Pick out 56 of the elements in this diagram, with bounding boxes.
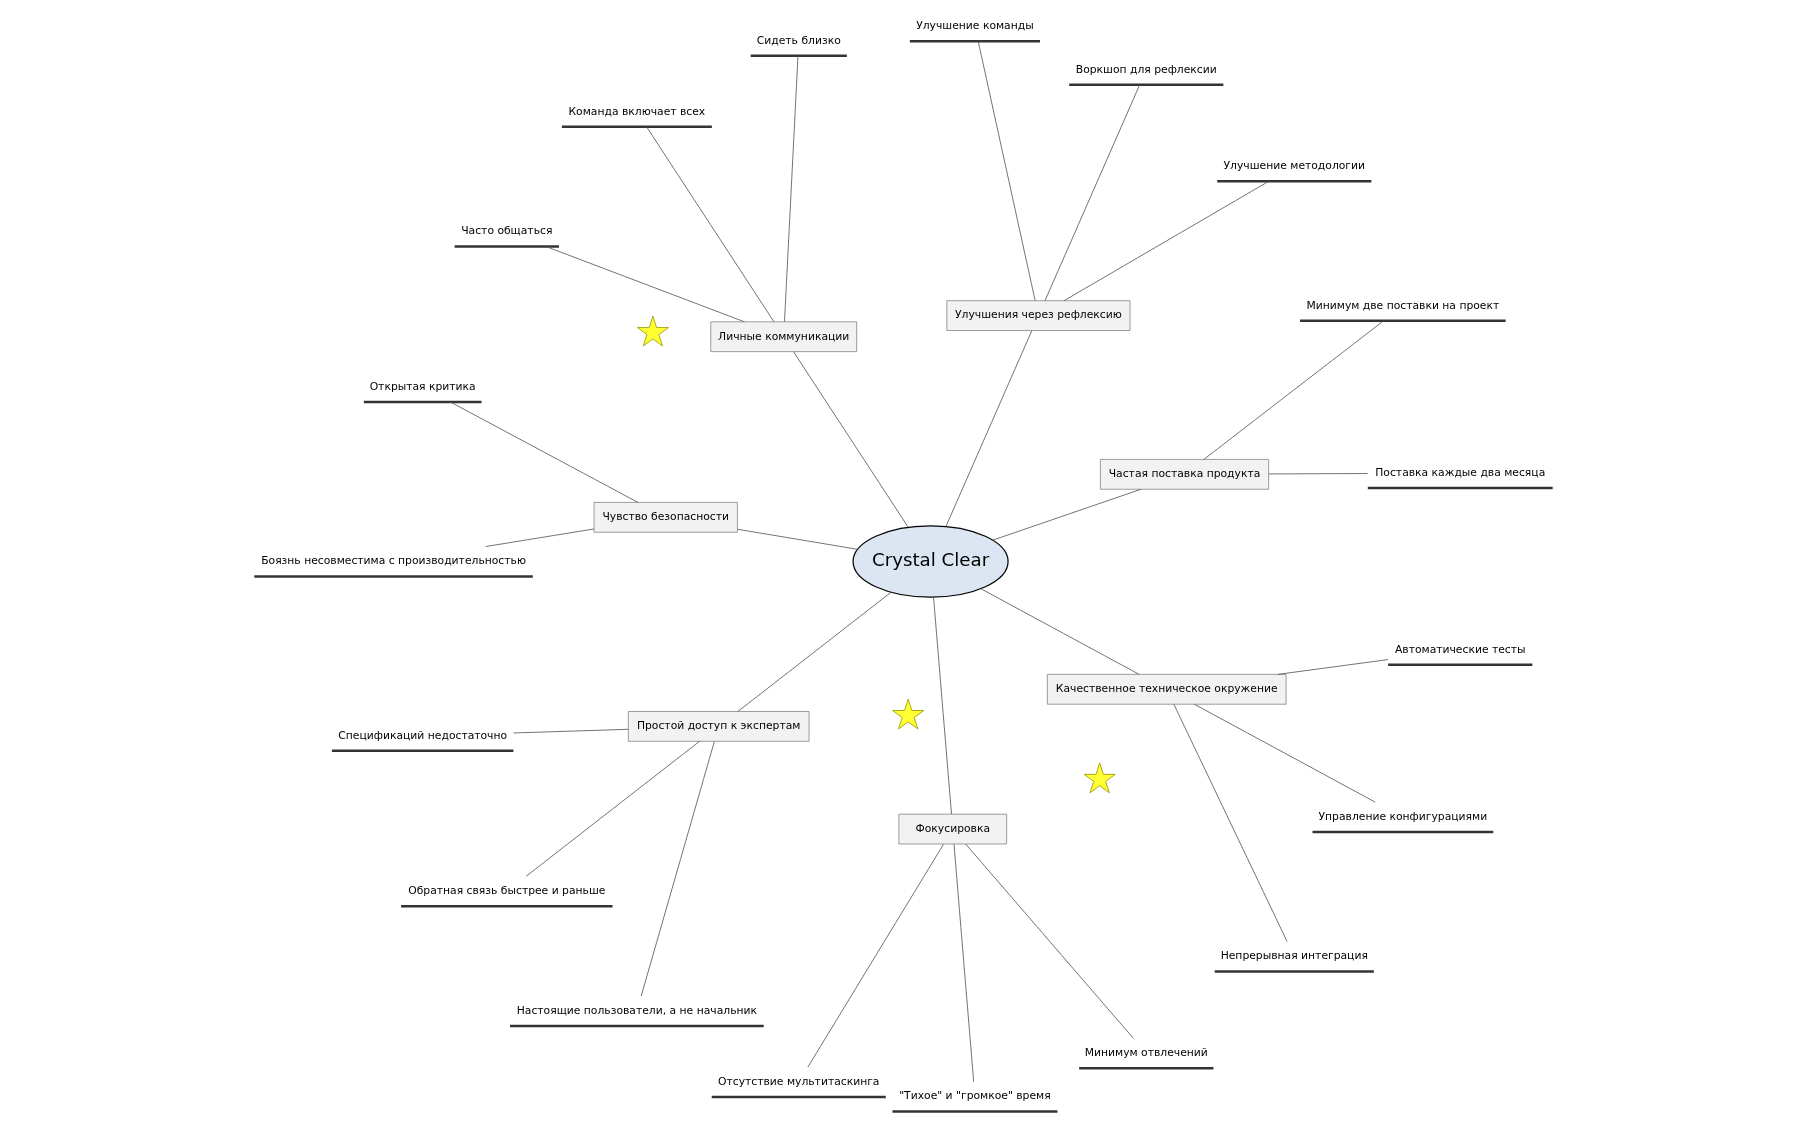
- node-text: Минимум две поставки на проект: [1305, 298, 1499, 312]
- node-text: Поставка каждые два месяца: [1374, 465, 1545, 479]
- node-box: Частая поставка продукта: [1099, 459, 1269, 490]
- node-text: Отсутствие мультитаскинга: [717, 1074, 879, 1088]
- connector: [484, 528, 594, 547]
- node-text: Спецификаций недостаточно: [337, 728, 507, 742]
- node-star: [636, 315, 669, 347]
- node-box: Простой доступ к экспертам: [627, 711, 809, 742]
- connector: [645, 126, 774, 323]
- connector: [1063, 181, 1269, 302]
- node-text: Обратная связь быстрее и раньше: [407, 884, 605, 898]
- connector: [512, 728, 629, 734]
- node-ellipse: Crystal Clear: [851, 525, 1009, 598]
- node-text: Боязнь несовместима с производительностью: [260, 554, 526, 568]
- node-text: Воркшоп для рефлексии: [1075, 62, 1217, 76]
- node-text: Улучшение методологии: [1223, 159, 1365, 173]
- connector: [640, 741, 715, 997]
- connector: [932, 596, 952, 815]
- connector: [1277, 659, 1389, 675]
- node-text: Минимум отвлечений: [1084, 1046, 1208, 1060]
- node-box: Чувство безопасности: [593, 501, 738, 533]
- connector: [1193, 703, 1376, 803]
- connector: [1267, 473, 1368, 475]
- connector: [806, 843, 944, 1068]
- node-text: Настоящие пользователи, а не начальник: [516, 1003, 757, 1017]
- connector: [737, 591, 891, 712]
- node-box: Личные коммуникации: [709, 321, 857, 353]
- node-text: "Тихое" и "громкое" время: [898, 1089, 1051, 1103]
- node-text: Часто общаться: [460, 224, 552, 238]
- connector: [545, 246, 745, 323]
- connector: [736, 528, 858, 550]
- connector: [991, 488, 1141, 541]
- node-box: Фокусировка: [897, 813, 1007, 845]
- connector: [980, 588, 1139, 675]
- connector: [977, 40, 1036, 301]
- node-text: Непрерывная интеграция: [1220, 949, 1368, 963]
- connector: [953, 843, 974, 1083]
- node-box: Улучшения через рефлексию: [945, 300, 1130, 331]
- connector: [449, 401, 638, 503]
- node-text: Улучшение команды: [915, 19, 1034, 33]
- node-text: Команда включает всех: [567, 104, 705, 118]
- connector: [792, 351, 909, 528]
- node-text: Автоматические тесты: [1394, 642, 1526, 656]
- node-star: [1083, 762, 1116, 794]
- connector: [964, 843, 1134, 1039]
- connector: [1173, 704, 1288, 943]
- node-star: [891, 698, 924, 730]
- node-box: Качественное техническое окружение: [1046, 673, 1286, 705]
- connector: [945, 330, 1032, 527]
- connector: [525, 740, 700, 877]
- connector: [1044, 84, 1140, 301]
- connector: [783, 55, 798, 323]
- node-text: Открытая критика: [369, 379, 476, 393]
- node-text: Управление конфигурациями: [1318, 809, 1487, 823]
- node-text: Сидеть близко: [756, 33, 841, 47]
- connector: [1203, 320, 1384, 460]
